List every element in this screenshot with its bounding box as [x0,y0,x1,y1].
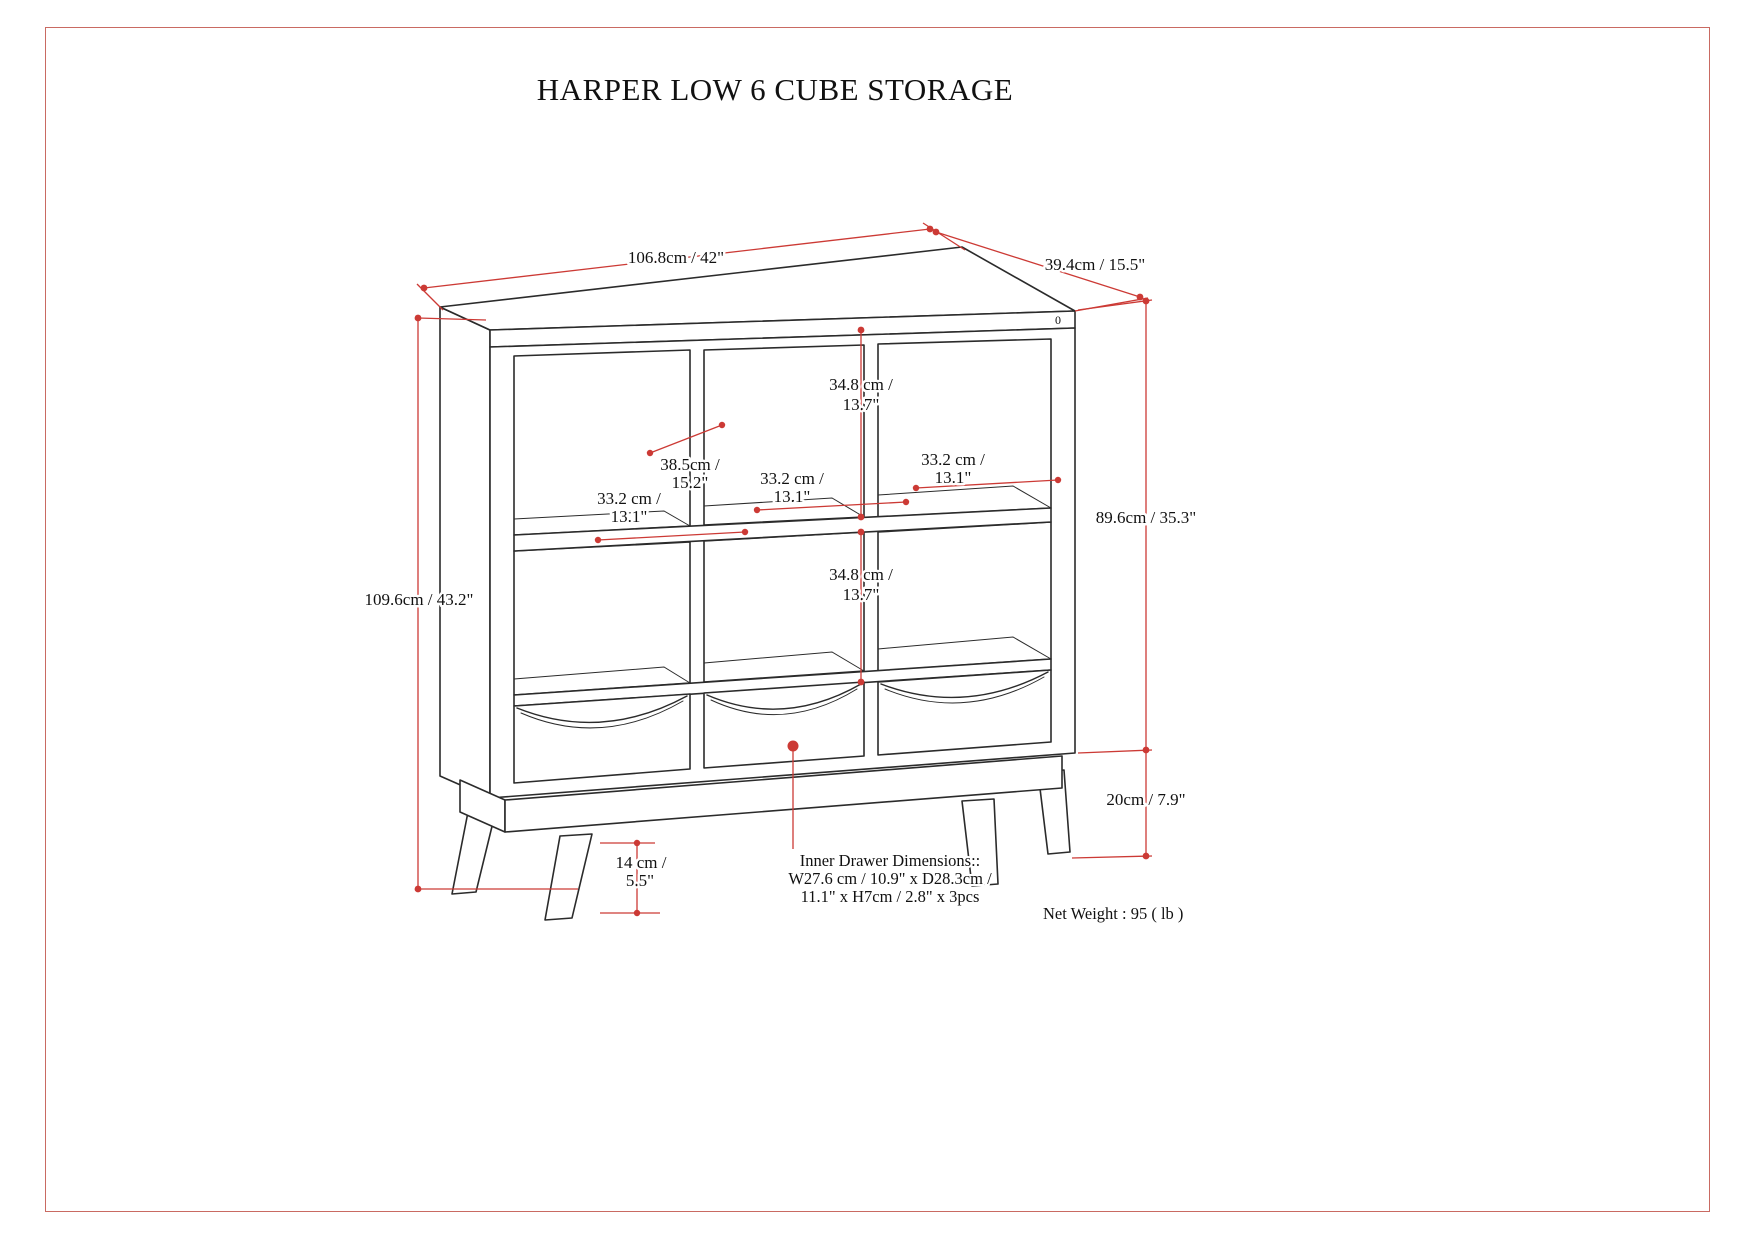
drawer-scallop-inner [520,700,684,729]
dim-line-depth [935,231,1141,298]
dim-dot [414,885,422,893]
drawer-scallop [516,695,688,724]
leg-front-right [961,798,999,887]
dim-dot [753,506,761,514]
drawer-front-left [513,693,691,784]
dim-label-cube-height-upper: 13.7" [843,395,880,414]
dim-label-cube-width-middle: 33.2 cm / [760,469,824,488]
dim-label-cube-width-right: 13.1" [935,468,972,487]
dim-label-depth: 39.4cm / 15.5" [1045,255,1145,274]
cube-floor-line [513,510,691,527]
cube-floor-line [877,636,1052,660]
dim-ext [1071,855,1153,859]
dim-dot [741,528,749,536]
dim-label-cube-width-right: 33.2 cm / [921,450,985,469]
dim-label-base-height: 20cm / 7.9" [1106,790,1185,809]
cube-floor-line [513,666,691,684]
dim-label-cube-height-upper: 34.8 cm / [829,375,893,394]
cabinet-drawing [439,246,1076,921]
dim-dot [718,421,726,429]
dim-label-cube-width-middle: 13.1" [774,487,811,506]
dim-label-cube-height-lower: 13.7" [843,585,880,604]
dim-dot [932,228,940,236]
drawer-note-line: 11.1" x H7cm / 2.8" x 3pcs [801,887,980,906]
dim-line-cube-width-left [597,531,746,541]
dim-dot [633,909,641,917]
dim-label-cube-width-left: 13.1" [611,507,648,526]
dim-dot [857,678,865,686]
cube-floor-line [703,497,865,518]
dim-dot [1142,852,1150,860]
drawer-note-line: W27.6 cm / 10.9" x D28.3cm / [788,869,992,888]
drawer-scallop-inner [710,688,858,716]
dim-label-total-height: 109.6cm / 43.2" [365,590,474,609]
page-title: HARPER LOW 6 CUBE STORAGE [537,72,1013,107]
dim-label-cube-width-left: 33.2 cm / [597,489,661,508]
dim-label-cube-height-lower: 34.8 cm / [829,565,893,584]
dim-ext [1077,749,1153,754]
dim-ext [417,317,487,321]
dim-dot [414,314,422,322]
dim-dot [857,528,865,536]
dim-dot [857,326,865,334]
dim-line-width [423,228,931,289]
dim-line-cube-depth [649,424,723,454]
dim-label-leg-height: 14 cm / [616,853,667,872]
dim-dot [420,284,428,292]
cube-opening-top-right [877,338,1052,518]
drawer-note-line: Inner Drawer Dimensions:: [800,851,981,870]
net-weight-label: Net Weight : 95 ( lb ) [1043,904,1183,923]
corner-mark: 0 [1055,313,1061,327]
dim-dot [857,513,865,521]
drawer-scallop-inner [884,676,1045,704]
dim-label-body-height: 89.6cm / 35.3" [1096,508,1196,527]
left-side-panel [439,306,491,799]
dim-label-cube-depth: 15.2" [672,473,709,492]
dim-dot [926,225,934,233]
dim-dot [646,449,654,457]
dim-dot [1054,476,1062,484]
dim-label-cube-depth: 38.5cm / [660,455,720,474]
dim-dot [594,536,602,544]
dim-dot [902,498,910,506]
dim-label-leg-height: 5.5" [626,871,654,890]
dim-line-cube-width-right [915,479,1059,489]
drawer-front-right [877,669,1052,756]
dim-dot [633,839,641,847]
drawer-scallop [706,683,862,710]
dim-ext [1077,299,1153,311]
cube-floor-line [877,485,1052,509]
dim-dot [912,484,920,492]
cube-floor-line [703,651,865,672]
dim-dot [1142,297,1150,305]
leg-front-left [544,833,593,921]
cube-opening-bottom-right [877,521,1052,672]
page-border [45,27,1710,1212]
middle-shelf-edge [513,507,1052,552]
base-rail [504,755,1063,833]
drawer-scallop [880,671,1049,699]
dim-label-width: 106.8cm / 42" [628,248,724,267]
drawer-front-middle [703,681,865,769]
dimension-annotations [414,222,1153,917]
cube-opening-bottom-middle [703,531,865,683]
dim-line-cube-width-middle [756,501,907,511]
diagram-text: HARPER LOW 6 CUBE STORAGE 106.8cm / 42" … [362,72,1199,925]
dim-dot [1136,293,1144,301]
